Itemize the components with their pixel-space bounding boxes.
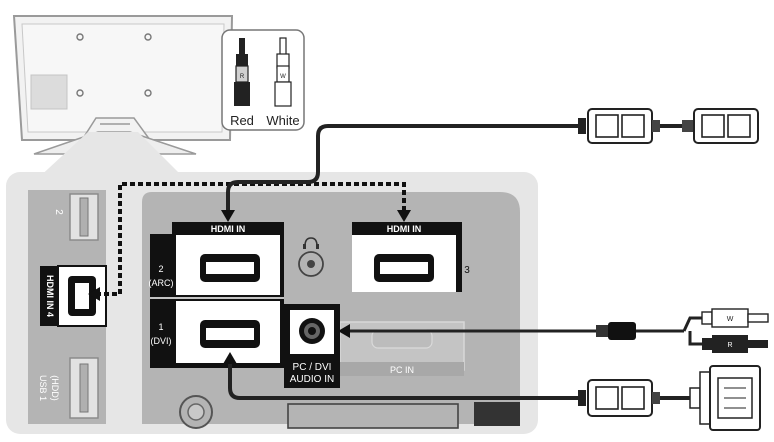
arrow-to-hdmi-1 <box>223 352 237 364</box>
pc-dvi-audio-line1: PC / DVI <box>293 362 332 373</box>
arrow-to-hdmi-2 <box>221 210 235 222</box>
rca-white-letter: W <box>727 316 734 323</box>
usb-1-label: USB 1 <box>38 375 48 401</box>
rca-red-letter: R <box>727 342 732 349</box>
side-panel <box>28 190 107 424</box>
hdmi-1-port-icon <box>200 320 260 348</box>
red-plug-icon <box>234 38 250 106</box>
red-plug-letter: R <box>240 74 245 80</box>
mini-jack-plug-icon <box>596 316 702 346</box>
hdmi-to-dvi-connector-icon <box>578 365 761 431</box>
hdmi-2-number: 2 <box>158 264 163 274</box>
usb-1-sub: (HDD) <box>50 375 60 401</box>
white-plug-letter: W <box>280 74 286 80</box>
hdmi-in-label-1-2: HDMI IN <box>211 224 246 234</box>
pc-dvi-audio-line2: AUDIO IN <box>290 374 334 385</box>
hdmi-3-port-icon <box>374 254 434 282</box>
rca-plug-red-icon <box>702 335 768 353</box>
white-plug-icon <box>274 37 292 107</box>
hdmi-3-number: 3 <box>464 265 470 276</box>
dvi-hdmi-cable <box>228 362 580 400</box>
hdmi-4-label: HDMI IN 4 <box>45 275 55 317</box>
arrow-to-hdmi-4 <box>88 287 100 301</box>
arrow-to-hdmi-3 <box>397 210 411 222</box>
audio-jack-icon <box>299 318 325 344</box>
rca-legend: R W Red White <box>221 29 305 131</box>
hdmi-2-port-icon <box>200 254 260 282</box>
usb-2-label: 2 <box>53 209 64 215</box>
rca-plug-white-icon <box>701 308 769 328</box>
hdmi-in-label-3: HDMI IN <box>387 224 422 234</box>
hdmi-1-number: 1 <box>158 322 163 332</box>
arrow-to-audio-in <box>338 324 350 338</box>
zoom-callout <box>36 132 186 180</box>
hdmi-1-sub: (DVI) <box>151 336 172 346</box>
pc-in-label: PC IN <box>390 365 414 375</box>
hdmi-cable <box>226 124 580 212</box>
red-label: Red <box>230 113 254 128</box>
hdmi-cable-connector-icon <box>578 108 759 144</box>
hdmi-alt-path <box>96 182 406 296</box>
hdmi-2-sub: (ARC) <box>149 278 174 288</box>
white-label: White <box>266 113 299 128</box>
